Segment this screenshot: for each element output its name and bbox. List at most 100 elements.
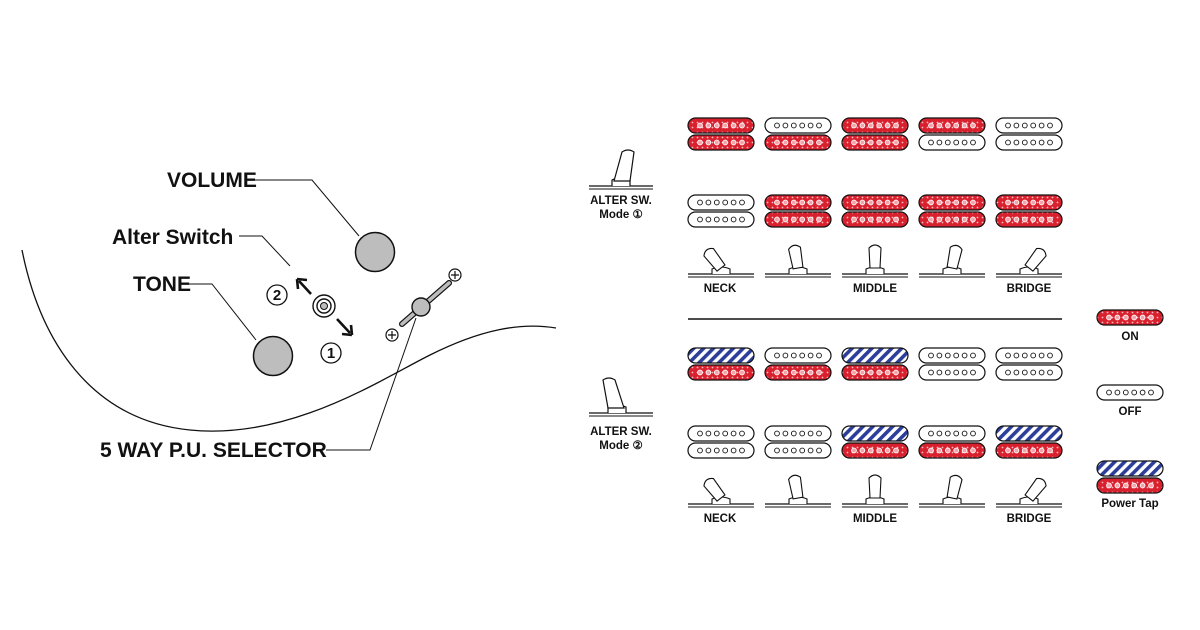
selector-leader-line [326, 317, 417, 451]
position-2-number: 2 [273, 287, 281, 304]
selector-lever-icon [765, 474, 831, 508]
pickup-coil-tap [995, 425, 1063, 442]
tone-knob[interactable] [252, 335, 294, 377]
humbucker-pickup [687, 194, 755, 228]
humbucker-pickup [995, 347, 1063, 381]
humbucker-pickup [764, 117, 832, 151]
pickup-coil-on [841, 194, 909, 211]
humbucker-pickup [764, 194, 832, 228]
mode1-lower-pickup-row [687, 194, 1063, 228]
pickup-coil-off [995, 134, 1063, 151]
mode1-label-line2: Mode ① [599, 208, 643, 221]
selector-lever-icon [842, 244, 908, 278]
pickup-coil-off [995, 364, 1063, 381]
legend-power-tap-swatch [1096, 460, 1164, 477]
humbucker-pickup [995, 117, 1063, 151]
legend-off-label: OFF [1119, 406, 1142, 418]
humbucker-pickup [995, 194, 1063, 228]
pickup-coil-off [687, 211, 755, 228]
humbucker-pickup [918, 194, 986, 228]
mode1-position-neck: NECK [704, 283, 737, 295]
pickup-coil-off [764, 347, 832, 364]
pickup-coil-on [918, 211, 986, 228]
humbucker-pickup [918, 425, 986, 459]
body-outline [21, 249, 557, 432]
pickup-coil-on [764, 364, 832, 381]
tone-label: TONE [133, 273, 191, 296]
pickup-coil-on [841, 364, 909, 381]
pickup-coil-tap [1096, 460, 1164, 477]
humbucker-pickup [764, 425, 832, 459]
selector-lever-icon [996, 477, 1062, 508]
legend: ON OFF Power Tap [1096, 309, 1164, 510]
pickup-coil-off [918, 364, 986, 381]
mode2-selector-positions [688, 474, 1062, 508]
tone-leader-line [188, 283, 257, 341]
mode1-section: ALTER SW. Mode ① NECK MIDDLE BRIDGE [589, 117, 1063, 295]
pickup-coil-on [764, 194, 832, 211]
arrow-down-right-icon [336, 318, 354, 337]
plus-icon [385, 328, 399, 342]
humbucker-pickup [687, 347, 755, 381]
alter-switch-label: Alter Switch [112, 226, 233, 249]
pickup-coil-off [687, 425, 755, 442]
selector-lever-icon [688, 477, 754, 508]
pickup-coil-on [841, 117, 909, 134]
pickup-coil-tap [841, 425, 909, 442]
pickup-coil-on [841, 134, 909, 151]
pickup-coil-on [918, 117, 986, 134]
pickup-coil-off [995, 347, 1063, 364]
selector-lever-icon [996, 247, 1062, 278]
selector-switch[interactable] [399, 280, 452, 327]
pickup-coil-off [764, 117, 832, 134]
position-1-number: 1 [327, 345, 335, 362]
selector-label: 5 WAY P.U. SELECTOR [100, 439, 327, 462]
pickup-coil-on [841, 442, 909, 459]
humbucker-pickup [841, 117, 909, 151]
humbucker-pickup [764, 347, 832, 381]
selector-lever-icon [842, 474, 908, 508]
pickup-coil-on [918, 194, 986, 211]
mode2-position-middle: MIDDLE [853, 513, 897, 525]
position-1-badge [320, 342, 342, 364]
pickup-coil-on [995, 211, 1063, 228]
volume-knob[interactable] [354, 231, 396, 273]
legend-power-tap-swatch-lower [1096, 477, 1164, 494]
pickup-coil-off [918, 134, 986, 151]
pickup-coil-on [687, 117, 755, 134]
humbucker-pickup [995, 425, 1063, 459]
mode1-label-line1: ALTER SW. [590, 195, 652, 207]
pickup-coil-on [1096, 309, 1164, 326]
mode1-position-middle: MIDDLE [853, 283, 897, 295]
pickup-coil-on [841, 211, 909, 228]
alter-switch-mode1-icon [589, 149, 653, 190]
pickup-coil-on [764, 211, 832, 228]
alter-switch[interactable] [312, 294, 336, 318]
position-2-badge [266, 284, 288, 306]
guitar-body-section: VOLUME TONE Alter Switch 2 1 [21, 169, 557, 462]
mode2-label-line1: ALTER SW. [590, 426, 652, 438]
legend-power-tap-label: Power Tap [1101, 498, 1158, 510]
pickup-coil-off [687, 442, 755, 459]
pickup-coil-on [1096, 477, 1164, 494]
mode2-label-line2: Mode ② [599, 439, 643, 452]
mode2-position-neck: NECK [704, 513, 737, 525]
selector-lever-icon [688, 247, 754, 278]
humbucker-pickup [841, 194, 909, 228]
pickup-coil-on [764, 134, 832, 151]
legend-off-swatch [1096, 384, 1164, 401]
humbucker-pickup [918, 117, 986, 151]
plus-icon [448, 268, 462, 282]
humbucker-pickup [841, 347, 909, 381]
volume-label: VOLUME [167, 169, 257, 192]
mode1-upper-pickup-row [687, 117, 1063, 151]
pickup-coil-tap [841, 347, 909, 364]
pickup-coil-off [918, 425, 986, 442]
pickup-coil-on [995, 194, 1063, 211]
humbucker-pickup [918, 347, 986, 381]
mode2-section: ALTER SW. Mode ② NECK MIDDLE BRIDGE [589, 347, 1063, 525]
pickup-coil-on [918, 442, 986, 459]
humbucker-pickup [687, 117, 755, 151]
mode2-lower-pickup-row [687, 425, 1063, 459]
